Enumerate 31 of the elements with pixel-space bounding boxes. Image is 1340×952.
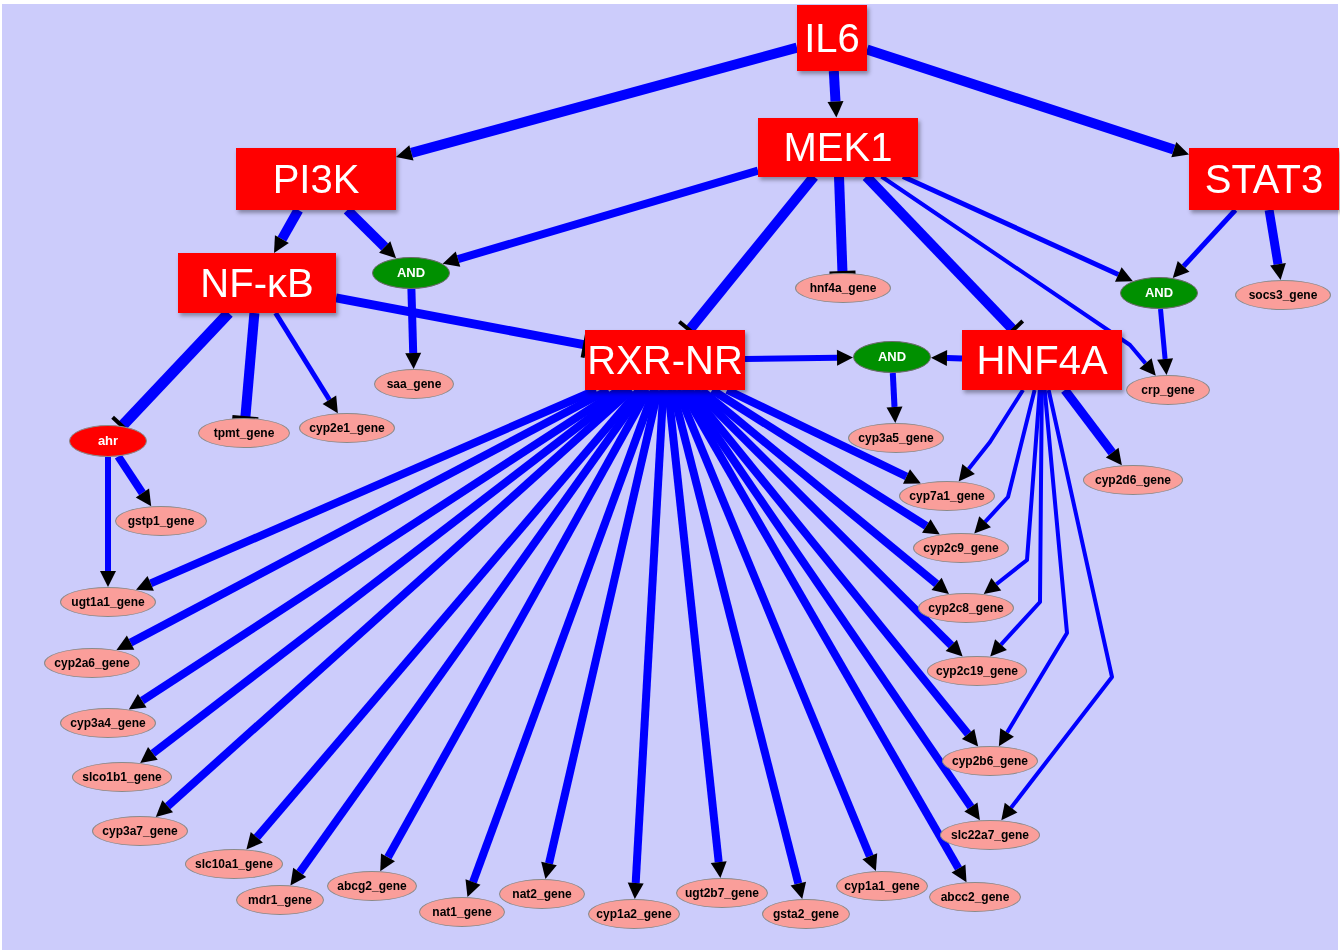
arrow (1001, 389, 1114, 821)
protein-box: MEK1 (758, 117, 918, 177)
arrow (901, 174, 1133, 282)
arrow (395, 42, 799, 161)
arrow (886, 372, 903, 423)
arrow (627, 389, 668, 899)
protein-box: HNF4A (962, 330, 1122, 390)
arrow (442, 166, 760, 267)
arrow (931, 350, 963, 367)
arrow (998, 389, 1069, 747)
arrow (541, 389, 662, 880)
arrow (405, 288, 422, 369)
arrow (974, 389, 1037, 534)
arrow (273, 311, 338, 414)
arrow (1264, 209, 1286, 280)
arrow (880, 174, 1156, 376)
protein-box: STAT3 (1189, 148, 1339, 210)
arrow (983, 389, 1042, 595)
arrow (380, 388, 652, 872)
arrow (958, 388, 1025, 482)
arrow (744, 349, 853, 366)
arrow (827, 70, 844, 118)
protein-box: PI3K (236, 148, 396, 210)
protein-box: IL6 (797, 5, 867, 71)
arrow (1157, 308, 1174, 376)
arrow (990, 390, 1044, 657)
protein-box: NF-κB (178, 253, 336, 313)
arrow (664, 389, 727, 878)
protein-box: RXR-NR (585, 330, 745, 390)
arrow (100, 457, 116, 587)
arrow (1172, 208, 1238, 279)
